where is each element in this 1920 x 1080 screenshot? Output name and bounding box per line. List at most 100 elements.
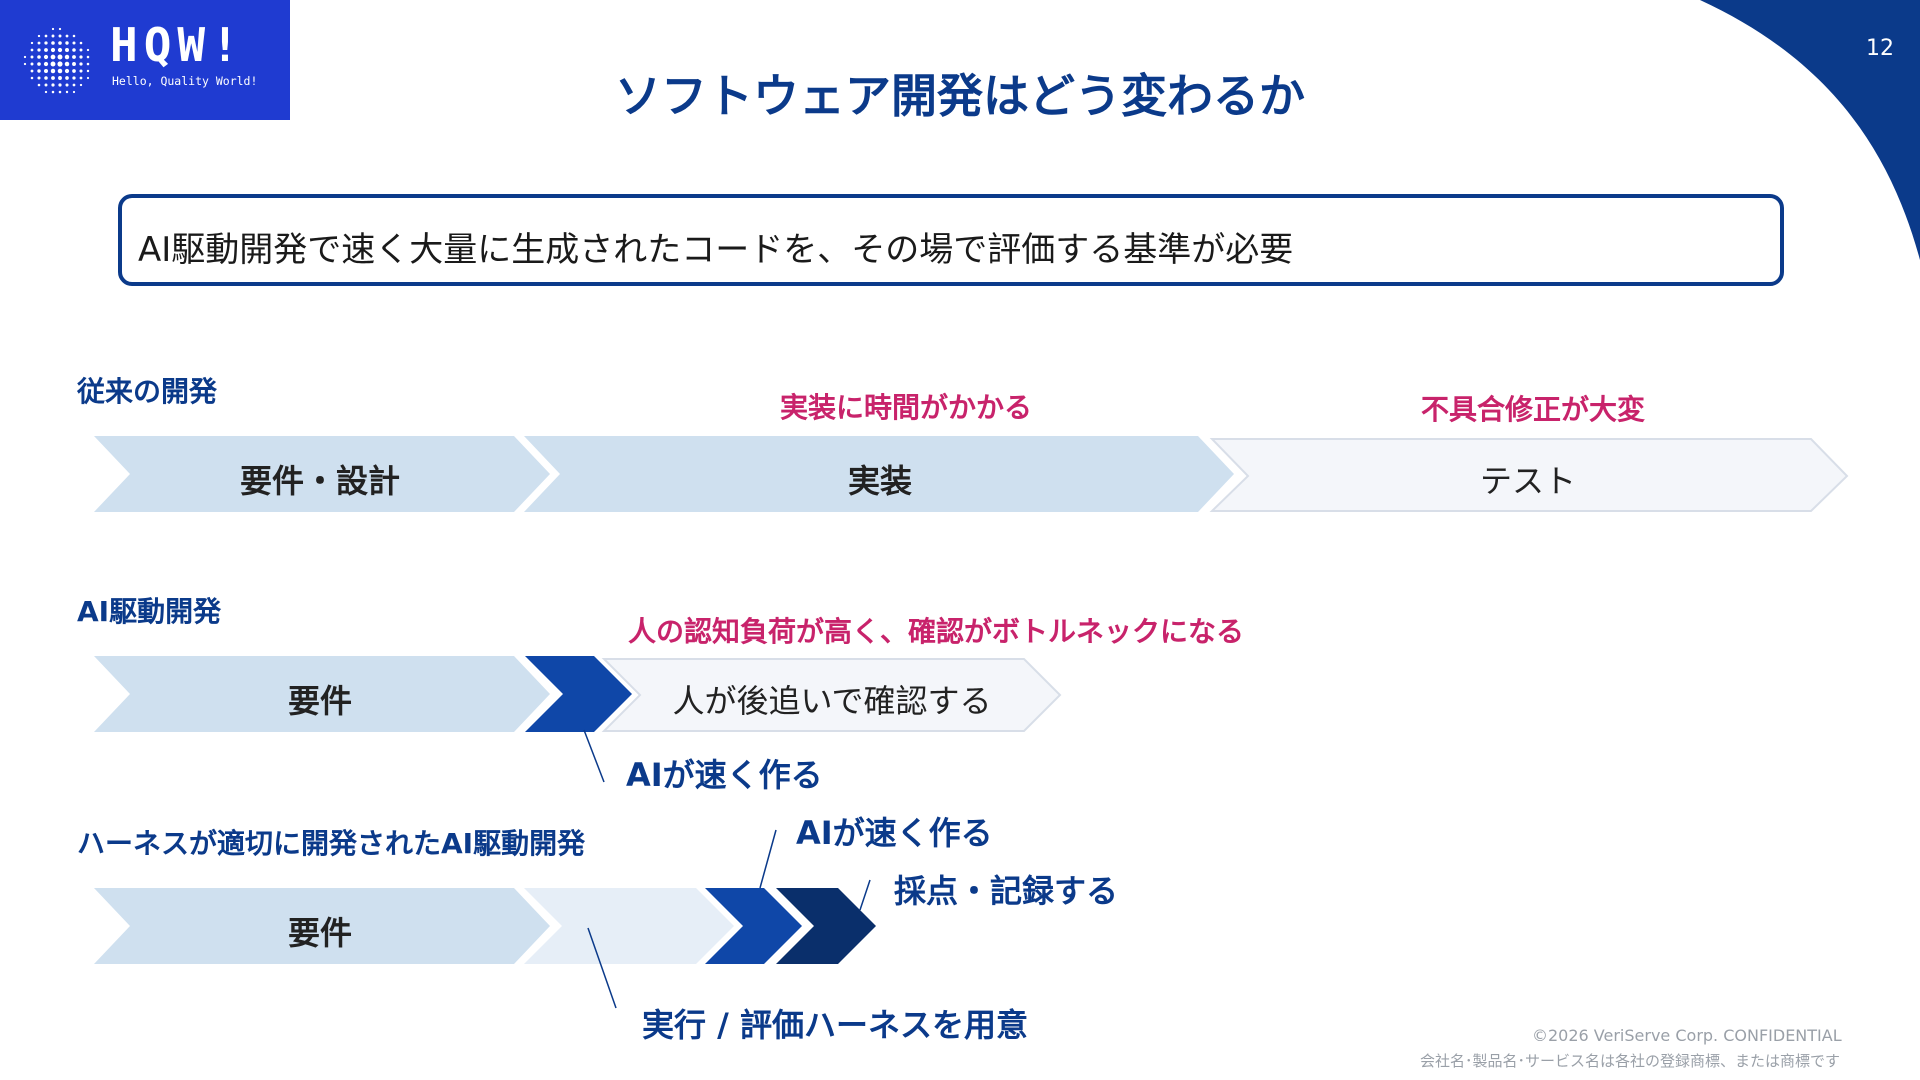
logo-dot: [64, 54, 70, 60]
logo-dot: [58, 34, 62, 38]
dot-globe-icon: [23, 27, 90, 94]
logo-dot: [37, 76, 41, 80]
key-message-text: AI駆動開発で速く大量に生成されたコードを、その場で評価する基準が必要: [138, 230, 1294, 270]
logo-dot: [79, 83, 83, 87]
logo-dot: [86, 76, 90, 80]
chevron-test: [1209, 438, 1849, 512]
logo-dot: [44, 34, 48, 38]
logo-dot: [37, 34, 41, 38]
footer-copyright: ©2026 VeriServe Corp. CONFIDENTIAL: [1532, 1026, 1842, 1045]
logo-dot: [37, 83, 41, 87]
page-title: ソフトウェア開発はどう変わるか: [615, 69, 1305, 123]
chevron-ai-generate-harness: [705, 888, 802, 964]
logo-dot: [65, 48, 69, 52]
logo-dot: [44, 41, 48, 45]
logo-dot: [65, 83, 69, 87]
logo-tagline: Hello, Quality World!: [112, 74, 258, 88]
logo-dot: [58, 90, 62, 94]
note-ai-generate-harness: AIが速く作る: [796, 814, 993, 852]
logo-dot: [72, 62, 76, 66]
chevron-score-record: [776, 888, 876, 964]
logo-dot: [37, 41, 41, 45]
chevron-requirements-ai: [94, 656, 550, 732]
logo-dot: [30, 69, 34, 73]
note-ai-generate: AIが速く作る: [626, 756, 823, 794]
logo-dot: [44, 83, 48, 87]
logo-dot: [72, 90, 76, 94]
issue-label-cognitive-load: 人の認知負荷が高く、確認がボトルネックになる: [628, 615, 1245, 648]
logo-dot: [86, 48, 90, 52]
logo-dot: [23, 62, 27, 66]
logo-dot: [65, 90, 69, 94]
logo-dot: [65, 34, 69, 38]
logo-dot: [57, 54, 63, 60]
section-label-harness: ハーネスが適切に開発されたAI駆動開発: [77, 827, 586, 860]
logo-dot: [79, 69, 83, 73]
logo-dot: [72, 69, 76, 73]
logo-dot: [72, 76, 76, 80]
logo-dot: [86, 55, 90, 59]
logo-dot: [23, 55, 27, 59]
logo-dot: [51, 41, 55, 45]
callout-line-ai-generate: [583, 729, 605, 783]
logo-dot: [79, 62, 83, 66]
logo-dot: [79, 76, 83, 80]
logo-dot: [57, 47, 63, 53]
logo-dot: [72, 34, 76, 38]
logo-dot: [72, 41, 76, 45]
logo-dot: [50, 47, 56, 53]
logo-dot: [65, 41, 69, 45]
logo-dot: [30, 62, 34, 66]
logo-dot: [65, 76, 69, 80]
logo-dot: [58, 41, 62, 45]
logo-dot: [44, 69, 48, 73]
footer-trademark: 会社名･製品名･サービス名は各社の登録商標、または商標です: [1420, 1052, 1841, 1070]
logo-dot: [58, 76, 62, 80]
step-label-test: テスト: [1479, 462, 1576, 500]
key-message-box: [118, 194, 1784, 286]
logo-dot: [58, 83, 62, 87]
logo-dot: [37, 69, 41, 73]
logo-dot: [72, 48, 76, 52]
logo-dot: [37, 55, 41, 59]
callout-line-ai-generate-harness: [759, 829, 777, 889]
logo-dot: [57, 61, 63, 67]
section-label-ai-driven: AI駆動開発: [77, 595, 222, 628]
note-score-record: 採点・記録する: [894, 872, 1119, 910]
logo-dot: [30, 41, 34, 45]
logo-dot: [30, 55, 34, 59]
logo-dot: [51, 83, 55, 87]
step-label-implementation: 実装: [847, 462, 912, 500]
logo-dot: [57, 68, 63, 74]
chevron-human-review: [601, 658, 1062, 732]
logo-dot: [86, 62, 90, 66]
issue-label-implementation-time: 実装に時間がかかる: [780, 391, 1033, 424]
logo-dot: [30, 48, 34, 52]
logo-dot: [44, 90, 48, 94]
chevron-requirements-design: [94, 436, 550, 512]
company-logo: [0, 0, 290, 120]
section-label-traditional: 従来の開発: [77, 375, 218, 408]
issue-label-bugfix-hard: 不具合修正が大変: [1421, 393, 1646, 426]
step-label-human-review: 人が後追いで確認する: [672, 682, 992, 720]
chevron-ai-generate: [525, 656, 632, 732]
logo-dot: [44, 76, 48, 80]
logo-wordmark: HQW!: [110, 18, 245, 72]
logo-dot: [72, 55, 76, 59]
logo-dot: [43, 54, 49, 60]
logo-dot: [51, 27, 55, 31]
note-harness-prep: 実行 / 評価ハーネスを用意: [642, 1006, 1028, 1044]
logo-dot: [79, 48, 83, 52]
logo-dot: [37, 62, 41, 66]
logo-dot: [43, 61, 49, 67]
logo-dot: [64, 68, 70, 74]
logo-dot: [50, 54, 56, 60]
logo-dot: [64, 61, 70, 67]
logo-dot: [86, 69, 90, 73]
page-number: 12: [1866, 36, 1894, 61]
step-label-requirements-harness: 要件: [287, 914, 352, 952]
step-label-requirements-design: 要件・設計: [239, 462, 400, 500]
logo-dot: [58, 27, 62, 31]
logo-dot: [79, 41, 83, 45]
